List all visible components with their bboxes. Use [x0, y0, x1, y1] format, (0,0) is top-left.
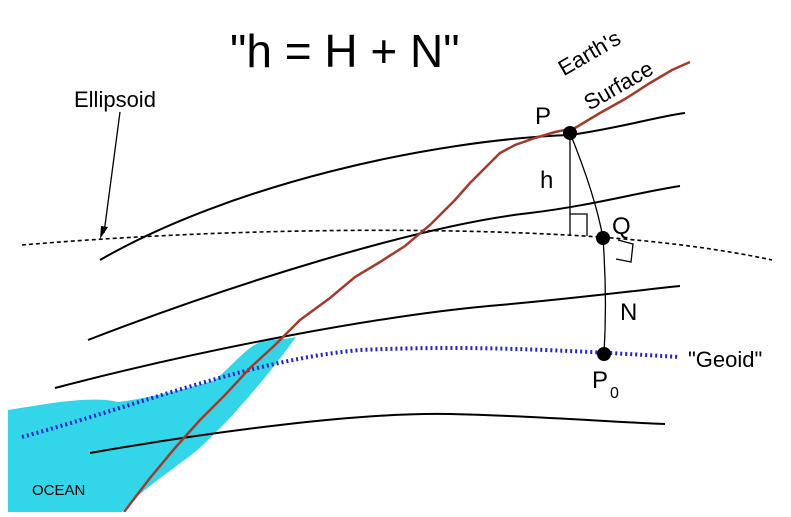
level-line-2 — [87, 185, 681, 341]
level-line-1 — [99, 112, 686, 261]
height-h-label: h — [540, 167, 553, 194]
ocean-area — [8, 337, 296, 512]
geoid-line — [21, 345, 681, 439]
ellipsoid-pointer-arrowhead — [100, 226, 108, 239]
ellipsoid-pointer — [103, 111, 121, 234]
plumb-line — [569, 132, 604, 239]
ellipsoid-label: Ellipsoid — [74, 87, 156, 112]
point-q-marker — [596, 231, 610, 245]
ellipsoid-line — [21, 229, 773, 261]
ocean-label: OCEAN — [32, 482, 85, 499]
point-p0-subscript: 0 — [610, 385, 619, 402]
level-line-4 — [89, 412, 666, 454]
point-q-label: Q — [612, 213, 631, 240]
geoid-normal-line — [602, 237, 607, 355]
right-angle-geoid — [615, 239, 634, 263]
point-p-marker — [563, 126, 577, 140]
level-line-3 — [54, 285, 681, 389]
earth-surface-line — [123, 60, 691, 513]
right-angle-ellipsoid — [570, 213, 588, 236]
geoid-label: "Geoid" — [688, 347, 762, 372]
point-p-label: P — [535, 103, 551, 130]
height-n-label: N — [620, 299, 637, 326]
title-formula: "h = H + N" — [230, 25, 460, 77]
point-p0-marker — [597, 347, 611, 361]
point-p0-label: P — [592, 367, 608, 394]
